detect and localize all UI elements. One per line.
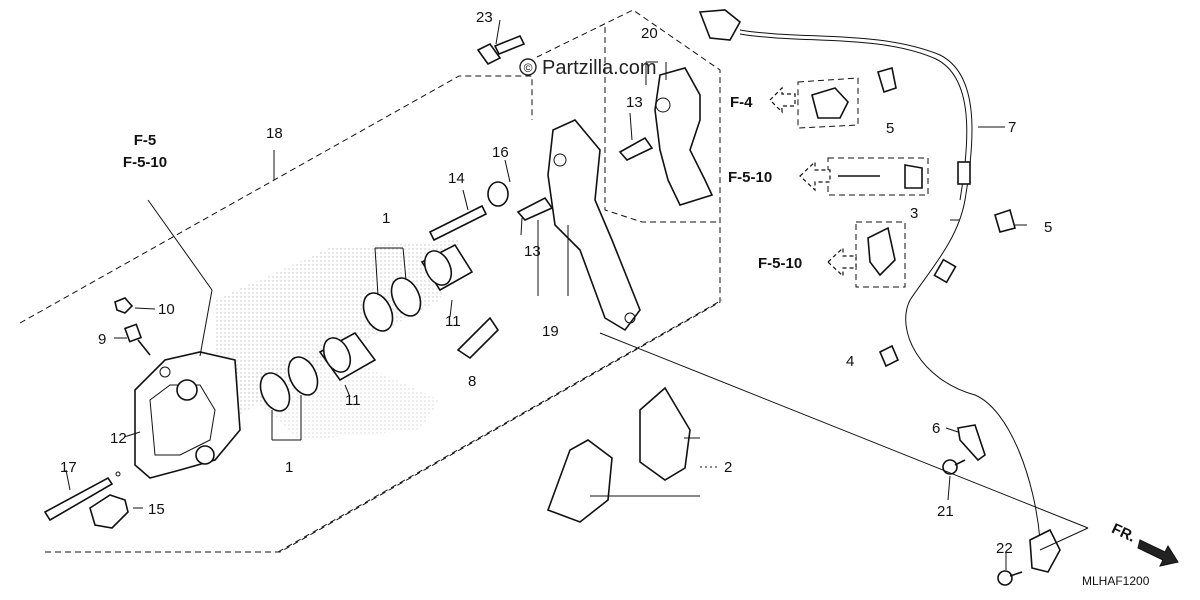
- caliper-body: [134, 351, 241, 479]
- bolt-22: [997, 570, 1023, 586]
- callout-16: 16: [492, 144, 509, 161]
- ref-f5: F-5: [134, 132, 157, 149]
- caliper-assembly-outline: [19, 9, 723, 553]
- slide-pin: [428, 204, 488, 242]
- copyright-icon: ©: [524, 61, 533, 75]
- piston-upper: [420, 243, 474, 292]
- ref-f5-10-left: F-5-10: [123, 154, 167, 171]
- callout-7: 7: [1008, 119, 1016, 136]
- stay: [957, 424, 986, 462]
- brake-pad-back: [639, 386, 691, 481]
- piston-seals-lower: [259, 356, 319, 412]
- callout-5-right: 5: [1044, 219, 1052, 236]
- pad-retainer-left: [516, 196, 554, 221]
- pin-boot: [89, 494, 129, 529]
- reference-labels: F-5 F-5-10 F-4 F-5-10 F-5-10: [123, 94, 802, 272]
- callout-8: 8: [468, 373, 476, 390]
- subassembly-box-f5-10-mid: [827, 157, 929, 196]
- callout-12: 12: [110, 430, 127, 447]
- callout-13-lower: 13: [524, 243, 541, 260]
- diagram-code: MLHAF1200: [1082, 574, 1150, 588]
- piston-lower: [318, 331, 377, 382]
- callout-17: 17: [60, 459, 77, 476]
- leader-lines: [65, 19, 1089, 570]
- pad-spring: [456, 316, 500, 360]
- sensor-harness: [698, 9, 1041, 541]
- bleeder-cap: [114, 297, 134, 314]
- ref-arrow-f5-10-low: [827, 246, 857, 278]
- direction-arrow-icon: [1137, 539, 1179, 567]
- ref-f5-10-mid: F-5-10: [728, 169, 772, 186]
- callout-1-upper: 1: [382, 210, 390, 227]
- clamp-right: [994, 208, 1016, 233]
- caliper-bracket: [547, 119, 641, 332]
- callout-4: 4: [846, 353, 854, 370]
- pin-boot-upper: [487, 181, 509, 207]
- watermark-text: Partzilla.com: [542, 57, 656, 79]
- callout-14: 14: [448, 170, 465, 187]
- subassembly-box-f4: [797, 77, 859, 129]
- callout-3: 3: [910, 205, 918, 222]
- callout-10: 10: [158, 301, 175, 318]
- bleeder-screw: [123, 323, 151, 356]
- callout-15: 15: [148, 501, 165, 518]
- subassembly-box-f5-10-low: [855, 221, 906, 288]
- brake-pad-front: [546, 439, 613, 523]
- callout-9: 9: [98, 331, 106, 348]
- direction-label: FR.: [1109, 520, 1138, 546]
- callout-numbers: 1 1 2 3 4 5 5 6 7 8 9 10 11 11 12 13 13 …: [60, 9, 1052, 557]
- callout-5-upper: 5: [886, 120, 894, 137]
- callout-13-upper: 13: [626, 94, 643, 111]
- callout-6: 6: [932, 420, 940, 437]
- callout-20: 20: [641, 25, 658, 42]
- ref-f5-10-low: F-5-10: [758, 255, 802, 272]
- caliper-bracket-alt: [654, 67, 714, 206]
- callout-1-lower: 1: [285, 459, 293, 476]
- grommet: [878, 344, 900, 368]
- ref-f4: F-4: [730, 94, 753, 111]
- ref-arrow-f5-10-mid: [799, 160, 831, 192]
- callout-19: 19: [542, 323, 559, 340]
- piston-seals-upper: [362, 277, 422, 332]
- callout-21: 21: [937, 503, 954, 520]
- bolt-23: [476, 34, 526, 66]
- clamp-top: [877, 66, 897, 94]
- ref-arrow-f4: [769, 86, 796, 114]
- callout-11-upper: 11: [445, 313, 461, 330]
- callout-2: 2: [724, 459, 732, 476]
- watermark: © Partzilla.com: [519, 57, 656, 79]
- callout-11-lower: 11: [345, 392, 361, 409]
- callout-23: 23: [476, 9, 493, 26]
- callout-18: 18: [266, 125, 283, 142]
- bolt-21: [942, 459, 966, 475]
- pad-retainer-right: [618, 136, 654, 161]
- wheel-speed-sensor: [1029, 528, 1061, 573]
- pin-bolt: [43, 471, 121, 522]
- callout-22: 22: [996, 540, 1013, 557]
